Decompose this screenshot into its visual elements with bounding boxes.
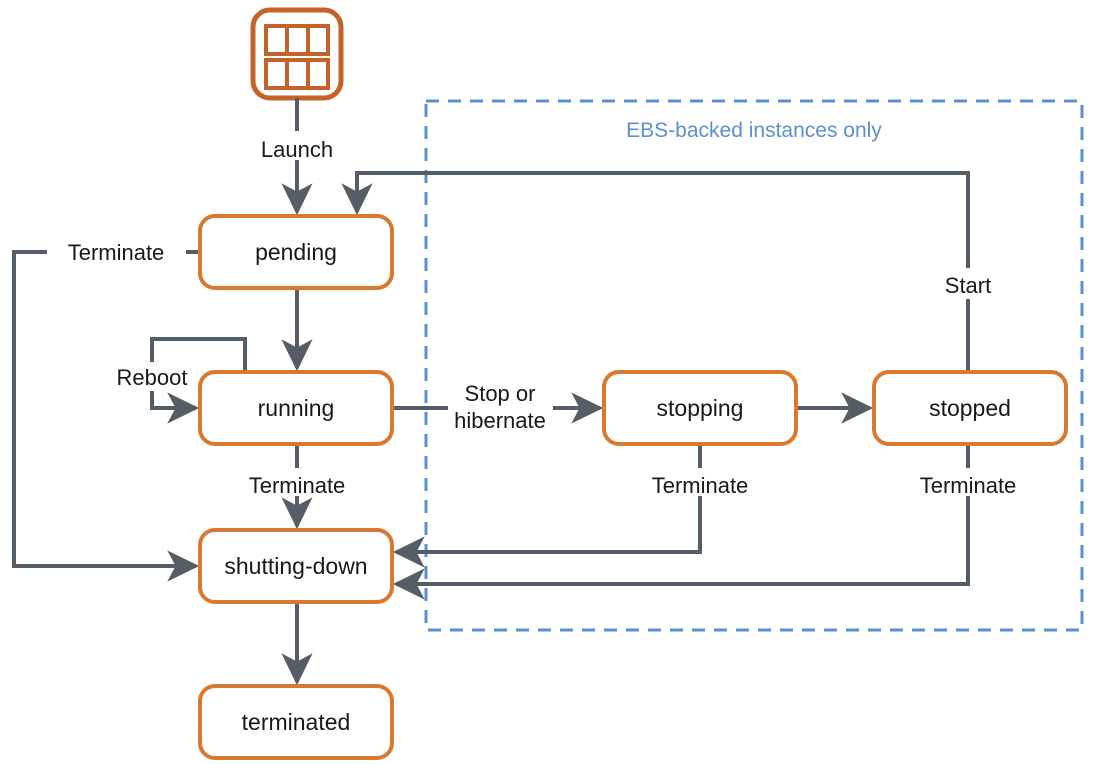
transition-terminate-stopping — [392, 444, 702, 568]
state-running[interactable]: running — [198, 370, 394, 446]
transition-terminate-stopped-label: Terminate — [920, 473, 1017, 498]
state-stopped[interactable]: stopped — [872, 370, 1068, 446]
state-stopped-label: stopped — [929, 395, 1011, 421]
transition-start — [341, 171, 970, 372]
transition-launch-label: Launch — [261, 137, 333, 162]
state-shutting-down[interactable]: shutting-down — [198, 528, 394, 604]
ebs-group-label: EBS-backed instances only — [626, 119, 882, 142]
transition-terminate-stopped — [392, 444, 970, 600]
transition-stop-or-hibernate-label-line2: hibernate — [454, 408, 546, 433]
transition-reboot-label: Reboot — [117, 365, 188, 390]
state-terminated-label: terminated — [242, 709, 351, 735]
transition-reboot — [150, 337, 247, 424]
state-terminated[interactable]: terminated — [198, 684, 394, 760]
state-running-label: running — [258, 395, 335, 421]
transition-terminate-running-label: Terminate — [249, 473, 346, 498]
transition-terminate-pending — [12, 250, 200, 582]
instance-icon — [250, 7, 344, 101]
state-stopping[interactable]: stopping — [602, 370, 798, 446]
state-shutting-down-label: shutting-down — [224, 553, 367, 579]
transition-terminate-pending-label: Terminate — [68, 240, 165, 265]
state-pending-label: pending — [255, 239, 337, 265]
transition-start-label: Start — [945, 273, 991, 298]
transition-terminate-stopping-label: Terminate — [652, 473, 749, 498]
state-pending[interactable]: pending — [198, 214, 394, 290]
transition-stop-or-hibernate-label-line1: Stop or — [465, 381, 536, 406]
state-stopping-label: stopping — [657, 395, 744, 421]
